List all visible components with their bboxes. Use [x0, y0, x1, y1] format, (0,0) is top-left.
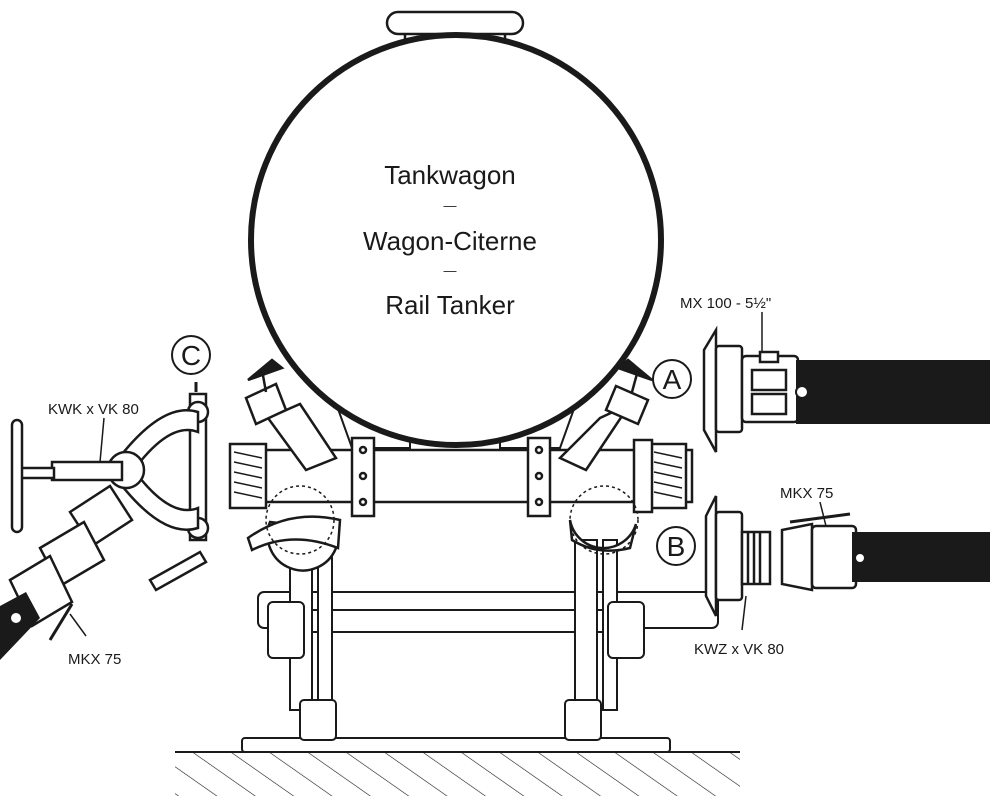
left-wheel	[246, 485, 342, 572]
pipe-threads	[233, 451, 683, 499]
label-mx100: MX 100 - 5½"	[680, 295, 771, 312]
tank-text: Tankwagon — Wagon-Citerne — Rail Tanker	[363, 160, 537, 320]
label-kwz: KWZ x VK 80	[694, 641, 784, 658]
hose-a	[796, 360, 990, 424]
right-valve	[557, 358, 653, 472]
ground	[175, 737, 740, 796]
tank-separator-2: —	[444, 263, 457, 278]
label-mkx-right: MKX 75	[780, 485, 833, 502]
leader-lines	[69, 312, 827, 637]
tank-name-en: Tankwagon	[384, 160, 516, 190]
tank-body	[248, 32, 664, 448]
marker-a-label: A	[663, 364, 682, 395]
marker-c-label: C	[181, 340, 201, 371]
marker-b: B	[656, 526, 696, 566]
hose-b	[852, 532, 990, 582]
bogie	[257, 539, 719, 741]
marker-b-label: B	[667, 531, 686, 562]
hose-clamp-b	[854, 552, 866, 564]
coupling-c	[8, 382, 210, 641]
hose-c	[0, 592, 40, 660]
tank-name-fr: Wagon-Citerne	[363, 226, 537, 256]
marker-a: A	[652, 359, 692, 399]
tank-name-en-alt: Rail Tanker	[385, 290, 515, 320]
coupling-a	[702, 325, 800, 453]
hose-clamp-c	[9, 611, 23, 625]
marker-c: C	[171, 335, 211, 375]
coupling-b	[704, 495, 858, 617]
label-kwk: KWK x VK 80	[48, 401, 139, 418]
hose-clamp-a	[795, 385, 809, 399]
tank-separator-1: —	[444, 198, 457, 213]
label-mkx-left: MKX 75	[68, 651, 121, 668]
right-wheel	[568, 485, 639, 555]
left-valve	[244, 358, 338, 472]
